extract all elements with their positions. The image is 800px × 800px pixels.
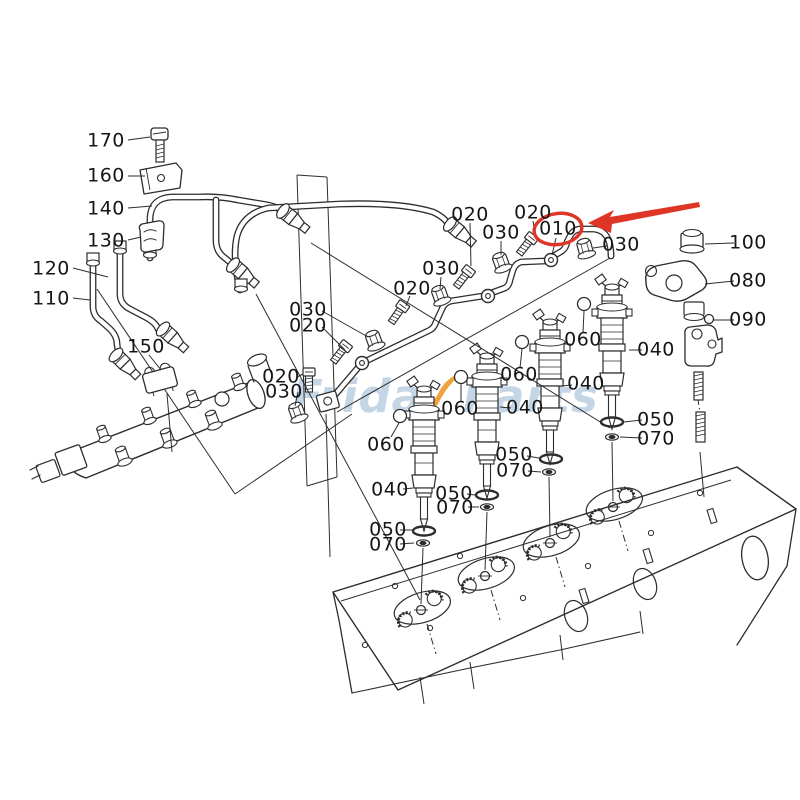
bolts-020	[302, 231, 539, 393]
projection-plane-outlines	[96, 174, 353, 495]
leader-lines	[72, 136, 735, 605]
injector-clamp-parts	[644, 228, 723, 443]
pipe-union-nuts	[85, 203, 478, 381]
leakoff-rings-060	[392, 296, 592, 424]
fuel-injectors-040	[403, 273, 633, 533]
fuel-rail-assembly	[29, 353, 273, 483]
injection-and-leakoff-pipes	[89, 193, 615, 413]
highlight-circle	[532, 211, 584, 247]
orings-050-washers-070	[411, 416, 625, 547]
clamps-030	[287, 237, 597, 424]
red-annotation	[532, 202, 700, 247]
highlight-arrow-icon	[588, 202, 700, 233]
cylinder-head	[332, 466, 797, 705]
bracket-and-clamp-parts	[138, 127, 183, 397]
